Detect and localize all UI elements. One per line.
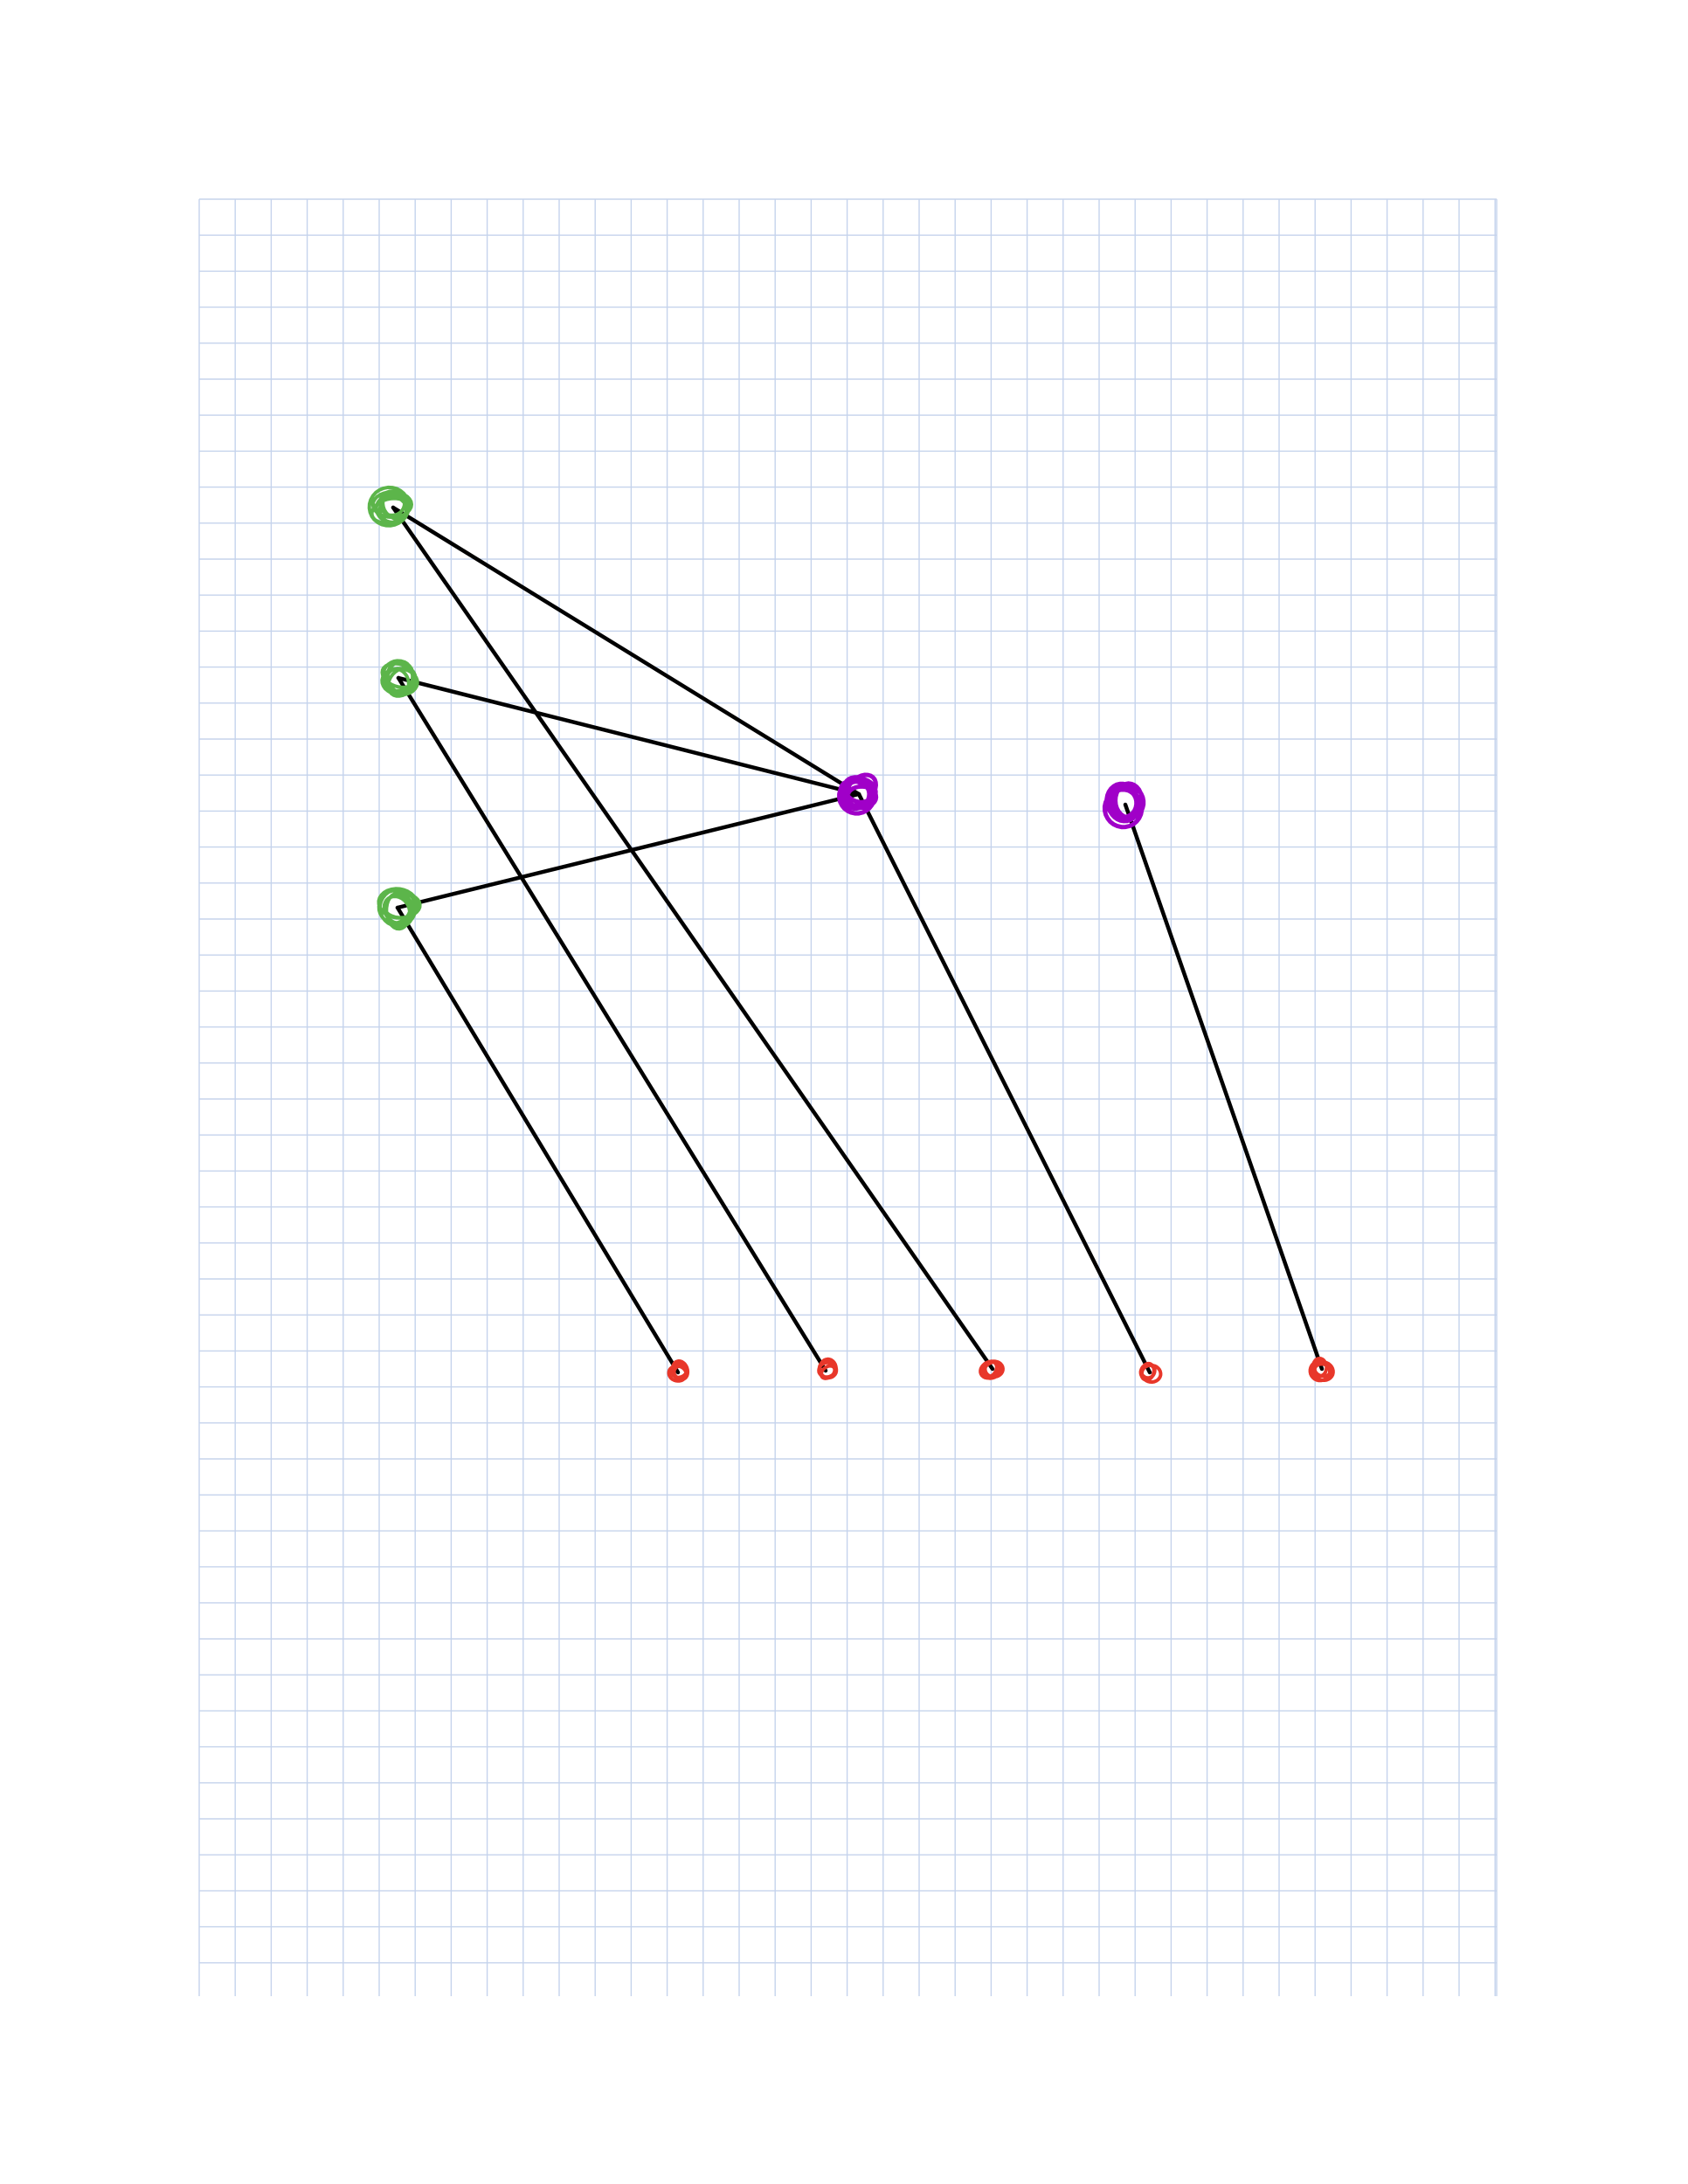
node-scribble (367, 485, 413, 528)
node-a2 (380, 659, 419, 698)
node-c2 (817, 1357, 839, 1380)
nodes (367, 485, 1335, 1384)
node-scribble (837, 772, 879, 816)
edge-a2-b1 (396, 675, 861, 797)
edges (391, 505, 1325, 1375)
edge-b1-c4 (856, 791, 1152, 1375)
node-c3 (979, 1359, 1005, 1380)
node-b2 (1102, 781, 1146, 830)
node-a3 (377, 887, 422, 931)
node-scribble (667, 1359, 690, 1383)
edge-a3-c1 (395, 905, 681, 1375)
node-scribble (1102, 781, 1146, 830)
edge-a2-c2 (396, 675, 828, 1373)
edge-a3-b1 (395, 791, 861, 910)
edge-a1-b1 (391, 505, 861, 797)
node-scribble (380, 659, 419, 698)
node-scribble (817, 1357, 839, 1380)
node-c1 (667, 1359, 690, 1383)
edge-a1-c3 (391, 505, 995, 1372)
node-b1 (837, 772, 879, 816)
node-scribble (1138, 1361, 1163, 1384)
node-a1 (367, 485, 413, 528)
node-scribble (377, 887, 422, 931)
node-c4 (1138, 1361, 1163, 1384)
node-scribble (1308, 1357, 1335, 1383)
node-scribble (979, 1359, 1005, 1380)
node-c5 (1308, 1357, 1335, 1383)
edge-b2-c5 (1123, 802, 1325, 1372)
